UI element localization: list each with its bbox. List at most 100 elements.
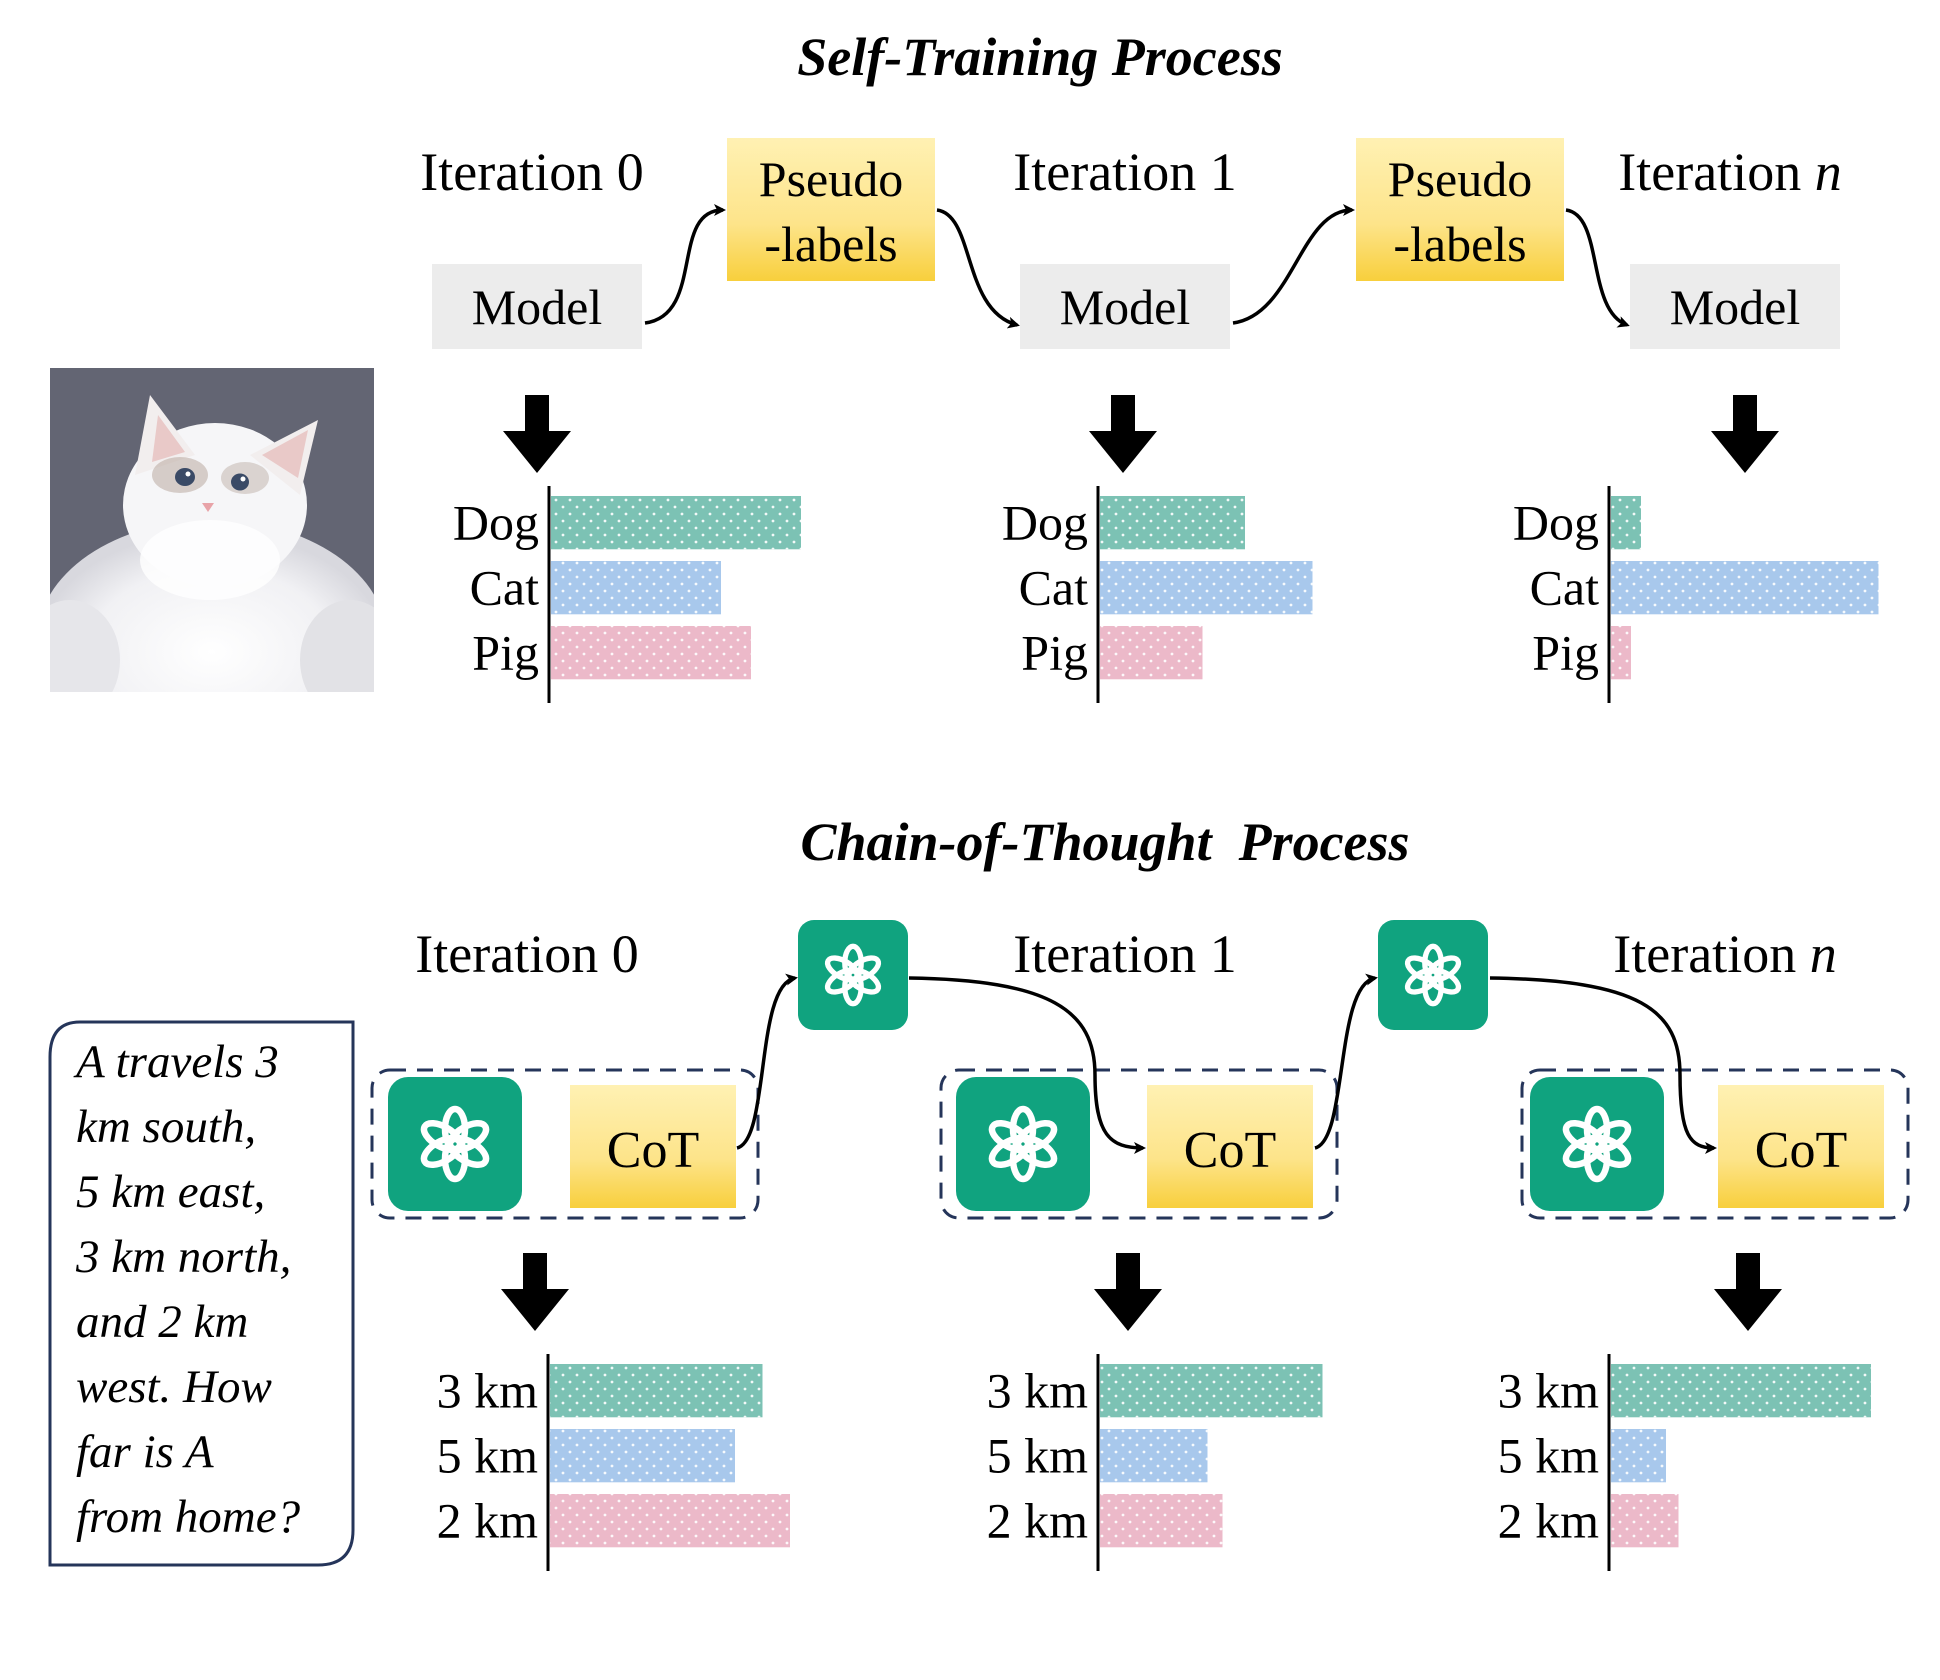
chart-bar-texture: [550, 1364, 763, 1418]
chart-bar-texture: [1611, 561, 1879, 615]
st-pseudo-labels-box-2: Pseudo -labels: [1356, 138, 1564, 281]
svg-text:Pseudo: Pseudo: [1388, 151, 1532, 207]
down-arrow-icon: [1711, 395, 1779, 473]
cot-group-box-n: [1520, 1068, 1910, 1220]
chart-category-label: 5 km: [437, 1428, 539, 1484]
openai-logo-icon: [1530, 1077, 1664, 1211]
svg-text:Model: Model: [1670, 279, 1801, 335]
question-line: from home?: [76, 1491, 301, 1543]
chart-bar-texture: [1611, 1494, 1679, 1548]
cot-bar-chart-n: 3 km 5 km 2 km: [1498, 1354, 1871, 1571]
st-iteration-0-label: Iteration 0: [420, 142, 643, 202]
openai-logo-icon: [798, 920, 908, 1030]
st-model-box-n: Model: [1630, 264, 1840, 349]
chart-bar-texture: [1100, 1429, 1208, 1483]
chart-bar-texture: [1100, 1494, 1223, 1548]
cot-group-box-0: [370, 1068, 760, 1220]
down-arrow-icon: [1094, 1253, 1162, 1331]
svg-text:Model: Model: [472, 279, 603, 335]
question-box: A travels 3 km south, 5 km east, 3 km north…: [48, 1020, 355, 1567]
question-line: and 2 km: [76, 1296, 248, 1348]
st-connector-3: [1565, 208, 1630, 328]
cot-iteration-1-label: Iteration 1: [1013, 924, 1236, 984]
down-arrow-icon: [1714, 1253, 1782, 1331]
chart-category-label: 2 km: [437, 1493, 539, 1549]
st-connector-2: [1232, 204, 1355, 325]
chart-bar-texture: [551, 561, 721, 615]
svg-text:CoT: CoT: [1184, 1122, 1276, 1179]
cot-box-1: CoT: [1147, 1085, 1313, 1208]
chart-bar-texture: [1100, 626, 1203, 680]
chart-bar-texture: [1611, 1364, 1871, 1418]
svg-text:Pseudo: Pseudo: [759, 151, 903, 207]
down-arrow-icon: [501, 1253, 569, 1331]
chart-category-label: 2 km: [1498, 1493, 1600, 1549]
svg-text:-labels: -labels: [1393, 216, 1526, 272]
chart-category-label: Pig: [472, 625, 539, 681]
down-arrow-icon: [503, 395, 571, 473]
cot-connector-0: [736, 973, 798, 1150]
chart-category-label: Cat: [470, 560, 540, 616]
chart-bar-texture: [1100, 1364, 1323, 1418]
chart-bar-texture: [550, 1429, 735, 1483]
chart-category-label: 2 km: [987, 1493, 1089, 1549]
openai-logo-icon: [956, 1077, 1090, 1211]
chart-bar-texture: [1100, 561, 1313, 615]
chart-category-label: 3 km: [987, 1363, 1089, 1419]
chart-bar-texture: [1611, 626, 1631, 680]
chart-category-label: Pig: [1021, 625, 1088, 681]
svg-text:-labels: -labels: [764, 216, 897, 272]
cot-iteration-0-label: Iteration 0: [415, 924, 638, 984]
chart-category-label: 5 km: [987, 1428, 1089, 1484]
st-iteration-1-label: Iteration 1: [1013, 142, 1236, 202]
cot-connector-2: [1314, 973, 1378, 1150]
cot-group-box-1: [939, 1068, 1339, 1220]
cot-bar-chart-1: 3 km 5 km 2 km: [987, 1354, 1323, 1571]
st-model-box-1: Model: [1020, 264, 1230, 349]
cot-title: Chain-of-Thought Process: [800, 812, 1409, 872]
openai-logo-icon: [388, 1077, 522, 1211]
cot-connector-3: [1489, 976, 1717, 1154]
openai-logo-icon: [1378, 920, 1488, 1030]
svg-text:Model: Model: [1060, 279, 1191, 335]
chart-category-label: Pig: [1532, 625, 1599, 681]
chart-bar-texture: [1611, 496, 1641, 550]
chart-category-label: Cat: [1530, 560, 1600, 616]
chart-category-label: Cat: [1019, 560, 1089, 616]
chart-category-label: 3 km: [437, 1363, 539, 1419]
question-line: west. How: [76, 1361, 272, 1413]
chart-category-label: 3 km: [1498, 1363, 1600, 1419]
question-line: 5 km east,: [76, 1166, 265, 1218]
question-text: A travels 3 km south, 5 km east, 3 km north…: [73, 1036, 301, 1543]
question-line: far is A: [76, 1426, 214, 1478]
st-connector-1: [936, 208, 1020, 329]
chart-bar-texture: [551, 626, 751, 680]
st-connector-0: [644, 204, 726, 325]
cot-bar-chart-0: 3 km 5 km 2 km: [437, 1354, 790, 1571]
st-model-box-0: Model: [432, 264, 642, 349]
cot-connector-1: [908, 976, 1146, 1154]
chart-category-label: Dog: [1513, 495, 1599, 551]
svg-text:CoT: CoT: [1755, 1122, 1847, 1179]
question-line: A travels 3: [73, 1036, 279, 1088]
question-line: km south,: [76, 1101, 256, 1153]
cot-iteration-n-label: Iteration n: [1613, 924, 1836, 984]
chart-category-label: 5 km: [1498, 1428, 1600, 1484]
cot-box-0: CoT: [570, 1085, 736, 1208]
chart-category-label: Dog: [453, 495, 539, 551]
chart-bar-texture: [1611, 1429, 1666, 1483]
down-arrow-icon: [1089, 395, 1157, 473]
chart-bar-texture: [1100, 496, 1245, 550]
svg-text:CoT: CoT: [607, 1122, 699, 1179]
chart-bar-texture: [550, 1494, 790, 1548]
st-iteration-n-label: Iteration n: [1618, 142, 1841, 202]
self-training-title: Self-Training Process: [797, 27, 1283, 87]
question-line: 3 km north,: [75, 1231, 291, 1283]
cat-photo: [50, 368, 374, 692]
st-pseudo-labels-box-1: Pseudo -labels: [727, 138, 935, 281]
cot-box-n: CoT: [1718, 1085, 1884, 1208]
